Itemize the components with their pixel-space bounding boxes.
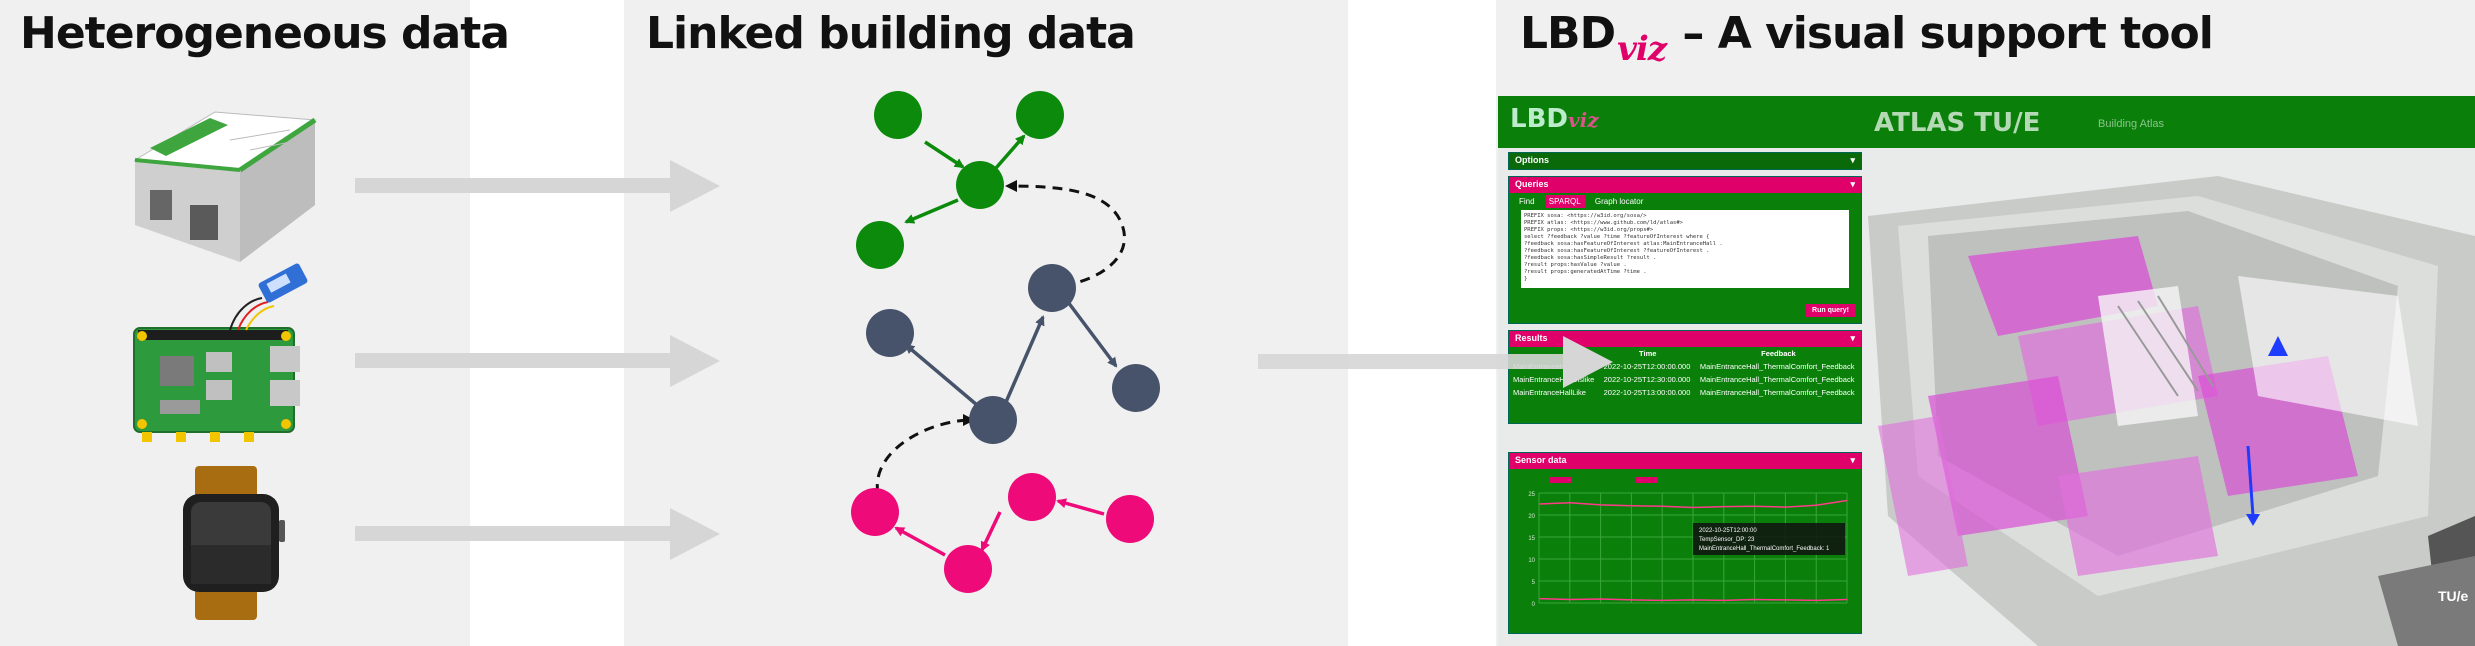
flow-arrow [355, 508, 720, 560]
table-row[interactable]: MainEntranceHallLike 2022-10-25T13:00:00… [1509, 386, 1861, 399]
building-model-icon [133, 111, 317, 262]
table-row[interactable]: MainEntranceHallDislike 2022-10-25T12:30… [1509, 373, 1861, 386]
legend-swatch [1549, 477, 1571, 483]
tab-find[interactable]: Find [1519, 197, 1535, 206]
query-line: PREFIX props: <https://w3id.org/props#> [1524, 227, 1654, 233]
heading-lbdviz-tool: LBDviz – A visual support tool [1520, 8, 2214, 69]
table-cell: MainEntranceHall_ThermalComfort_Feedback [1699, 388, 1855, 397]
graph-node [1028, 264, 1076, 312]
y-tick-label: 5 [1532, 580, 1536, 586]
table-cell: MainEntranceHallLike [1513, 388, 1586, 397]
column-header: Time [1639, 349, 1657, 358]
flow-arrow [355, 335, 720, 387]
graph-node [1106, 495, 1154, 543]
tooltip-line: MainEntranceHall_ThermalComfort_Feedback… [1699, 546, 1830, 552]
flow-arrow [355, 160, 720, 212]
y-tick-label: 15 [1528, 536, 1535, 542]
options-panel[interactable]: Options▾ [1508, 152, 1862, 170]
column-header: Feedback [1761, 349, 1796, 358]
graph-node [874, 91, 922, 139]
query-line: ?feedback sosa:hasFeatureOfInterest ?fea… [1524, 248, 1710, 254]
graph-edge [1056, 498, 1105, 516]
series-line [1538, 499, 1848, 509]
sensor-data-header[interactable]: Sensor data▾ [1509, 453, 1861, 469]
tab-sparql[interactable]: SPARQL [1544, 195, 1585, 208]
query-tabs: Find SPARQL Graph locator [1509, 193, 1861, 210]
options-header[interactable]: Options▾ [1509, 153, 1861, 169]
graph-edge [1004, 315, 1045, 403]
graph-edge [924, 140, 965, 169]
queries-header[interactable]: Queries▾ [1509, 177, 1861, 193]
tooltip-line: TempSensor_DP: 23 [1699, 537, 1755, 543]
chevron-down-icon: ▾ [1850, 155, 1855, 165]
tool-logo: LBDviz [1510, 104, 1599, 134]
query-line: PREFIX atlas: <https://www.github.com/ld… [1524, 220, 1683, 226]
tooltip-line: 2022-10-25T12:00:00 [1699, 528, 1757, 534]
graph-node [856, 221, 904, 269]
graph-node [851, 488, 899, 536]
raspberry-pi-icon [133, 263, 308, 442]
series-line [1538, 597, 1848, 602]
query-line: ?result props:generatedAtTime ?time . [1524, 269, 1647, 275]
query-line: PREFIX sosa: <https://w3id.org/sosa/> [1524, 213, 1647, 219]
flow-arrow [1258, 336, 1613, 388]
graph-node [956, 161, 1004, 209]
graph-node [1016, 91, 1064, 139]
y-tick-label: 10 [1528, 558, 1535, 564]
graph-edge [894, 526, 946, 557]
query-line: ?feedback sosa:hasFeatureOfInterest atla… [1524, 241, 1723, 247]
query-line: } [1524, 276, 1528, 282]
link-edge [1005, 180, 1126, 290]
graph-node [1008, 473, 1056, 521]
graph-edge [980, 511, 1002, 552]
graph-edge [904, 343, 979, 407]
tool-header: LBDviz ATLAS TU/E Building Atlas [1498, 96, 2475, 148]
heading-heterogeneous-data: Heterogeneous data [20, 8, 510, 59]
graph-edge [1066, 300, 1118, 368]
sparql-editor[interactable]: PREFIX sosa: <https://w3id.org/sosa/> PR… [1521, 210, 1849, 288]
tool-title: ATLAS TU/E [1874, 108, 2041, 138]
chevron-down-icon: ▾ [1850, 179, 1855, 189]
table-cell: MainEntranceHallDislike [1513, 375, 1595, 384]
chevron-down-icon: ▾ [1850, 333, 1855, 343]
legend-swatch [1635, 477, 1657, 483]
queries-panel: Queries▾ Find SPARQL Graph locator PREFI… [1508, 176, 1862, 324]
query-line: ?feedback sosa:hasSimpleResult ?result . [1524, 255, 1657, 261]
tab-graph-locator[interactable]: Graph locator [1594, 197, 1644, 206]
graph-node [969, 396, 1017, 444]
table-cell: MainEntranceHall_ThermalComfort_Feedback [1699, 362, 1855, 371]
smartwatch-icon [183, 466, 285, 620]
tool-subtitle: Building Atlas [2098, 118, 2165, 130]
sensor-line-chart[interactable]: 0 5 10 15 20 25 2022-10-25T12:00:00TempSensor_… [1515, 475, 1853, 623]
graph-node [866, 309, 914, 357]
graph-node [1112, 364, 1160, 412]
lbdviz-screenshot: TU/e LBDviz ATLAS TU/E Building Atlas Op… [1498, 96, 2475, 646]
sensor-data-panel: Sensor data▾ 0 5 10 15 20 25 2022-10-25T12:00:… [1508, 452, 1862, 634]
table-cell: 2022-10-25T12:30:00.000 [1603, 375, 1691, 384]
table-cell: 2022-10-25T13:00:00.000 [1603, 388, 1691, 397]
linked-data-graph [851, 91, 1160, 593]
query-line: ?result props:hasValue ?value . [1524, 262, 1627, 268]
y-tick-label: 20 [1528, 514, 1535, 520]
graph-edge [904, 198, 959, 224]
table-cell: 2022-10-25T12:00:00.000 [1603, 362, 1691, 371]
graph-node [944, 545, 992, 593]
graph-edge [994, 134, 1026, 170]
link-edge [875, 414, 975, 495]
run-query-button[interactable]: Run query! [1806, 304, 1855, 317]
table-cell: MainEntranceHall_ThermalComfort_Feedback [1699, 375, 1855, 384]
y-tick-label: 25 [1528, 492, 1535, 498]
heading-linked-building-data: Linked building data [646, 8, 1136, 59]
chevron-down-icon: ▾ [1850, 455, 1855, 465]
table-header-row: Time Feedback [1509, 347, 1861, 360]
query-line: select ?feedback ?value ?time ?featureOf… [1524, 234, 1710, 240]
results-header[interactable]: Results▾ [1509, 331, 1861, 347]
building-3d-model: TU/e [1868, 176, 2475, 646]
y-tick-label: 0 [1532, 602, 1536, 608]
svg-text:TU/e: TU/e [2438, 588, 2469, 604]
